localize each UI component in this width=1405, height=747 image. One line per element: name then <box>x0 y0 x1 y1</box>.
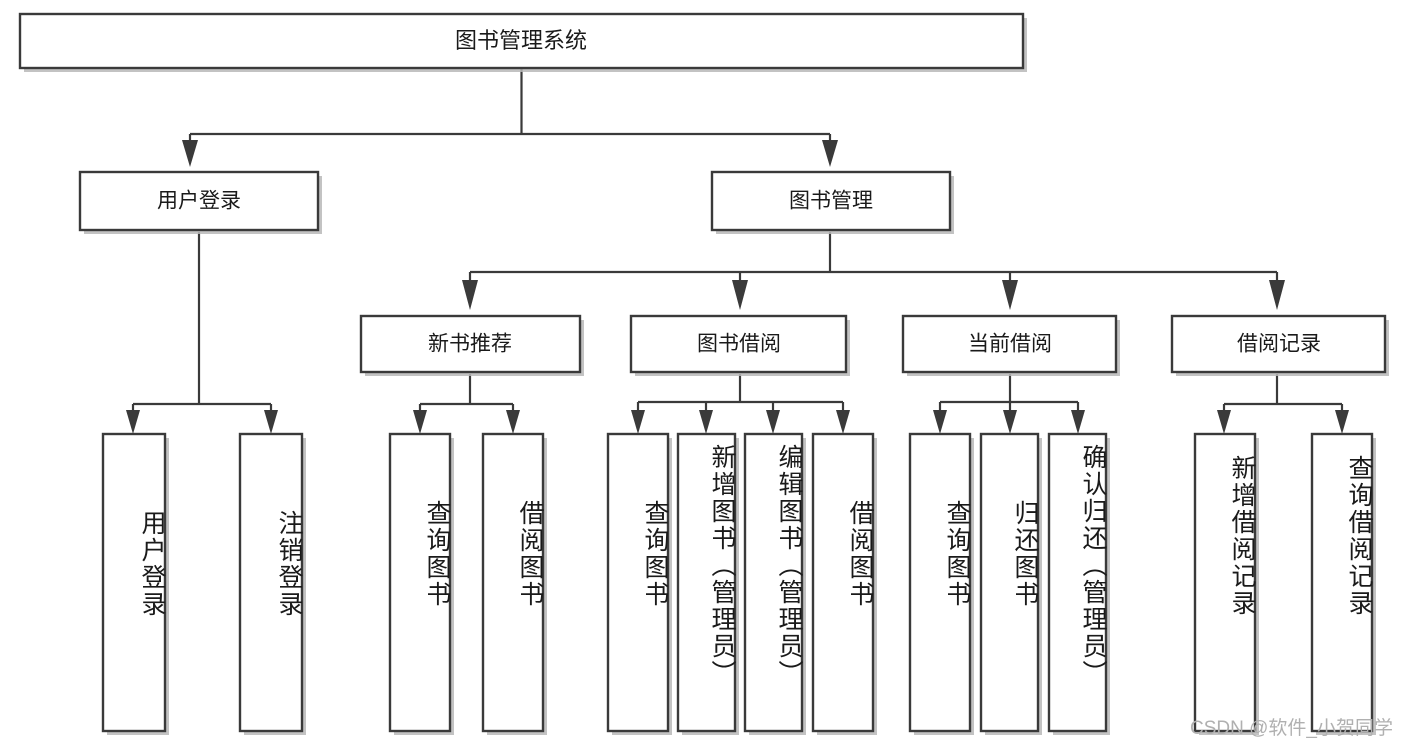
node-book-management[interactable]: 图书管理 <box>710 170 954 234</box>
arrow-to-new-book <box>462 280 478 310</box>
arrow-to-leaf-query-book-2 <box>631 410 645 434</box>
node-root-label: 图书管理系统 <box>455 28 587 53</box>
leaf-rect-query-book-2[interactable] <box>606 432 670 733</box>
node-user-login[interactable]: 用户登录 <box>78 170 322 234</box>
arrow-to-leaf-add-book <box>699 410 713 434</box>
arrow-to-leaf-add-record <box>1217 410 1231 434</box>
arrow-to-leaf-confirm-return <box>1071 410 1085 434</box>
leaf-rect-user-login[interactable] <box>101 432 167 733</box>
node-book-management-label: 图书管理 <box>789 190 873 213</box>
leaf-rect-query-book-3[interactable] <box>908 432 972 733</box>
node-new-book-recommend-label: 新书推荐 <box>428 333 512 356</box>
node-user-login-label: 用户登录 <box>157 190 241 213</box>
watermark-text: CSDN @软件_小贺同学 <box>1190 718 1393 739</box>
node-book-borrow-label: 图书借阅 <box>697 333 781 356</box>
node-new-book-recommend[interactable]: 新书推荐 <box>359 314 584 376</box>
arrow-to-leaf-borrow-book-2 <box>836 410 850 434</box>
node-current-borrow-label: 当前借阅 <box>968 333 1052 356</box>
leaf-rect-return-book[interactable] <box>979 432 1040 733</box>
leaf-rect-query-record[interactable] <box>1310 432 1374 733</box>
leaf-rect-edit-book[interactable] <box>743 432 804 733</box>
arrow-to-leaf-borrow-book-1 <box>506 410 520 434</box>
leaf-rect-confirm-return[interactable] <box>1047 432 1108 733</box>
leaf-rect-logout[interactable] <box>238 432 304 733</box>
node-borrow-record-label: 借阅记录 <box>1237 333 1321 356</box>
arrow-to-book-mgmt <box>822 140 838 167</box>
leaf-rect-query-book-1[interactable] <box>388 432 452 733</box>
node-book-borrow[interactable]: 图书借阅 <box>629 314 850 376</box>
arrow-to-user-login <box>182 140 198 167</box>
arrow-to-current-borrow <box>1002 280 1018 310</box>
arrow-to-leaf-return-book <box>1003 410 1017 434</box>
arrow-to-leaf-query-book-1 <box>413 410 427 434</box>
leaf-rect-add-record[interactable] <box>1193 432 1257 733</box>
arrow-to-borrow-record <box>1269 280 1285 310</box>
leaf-box-group <box>101 432 1376 735</box>
arrow-to-leaf-user-login <box>126 410 140 434</box>
connector-group <box>126 69 1349 434</box>
node-root[interactable]: 图书管理系统 <box>18 12 1027 72</box>
arrow-to-leaf-edit-book <box>766 410 780 434</box>
node-borrow-record[interactable]: 借阅记录 <box>1170 314 1389 376</box>
leaf-rect-add-book[interactable] <box>676 432 737 733</box>
arrow-to-book-borrow <box>732 280 748 310</box>
arrow-to-leaf-query-record <box>1335 410 1349 434</box>
leaf-rect-borrow-book-2[interactable] <box>811 432 875 733</box>
arrow-to-leaf-logout <box>264 410 278 434</box>
node-current-borrow[interactable]: 当前借阅 <box>901 314 1120 376</box>
arrow-to-leaf-query-book-3 <box>933 410 947 434</box>
leaf-rect-borrow-book-1[interactable] <box>481 432 545 733</box>
